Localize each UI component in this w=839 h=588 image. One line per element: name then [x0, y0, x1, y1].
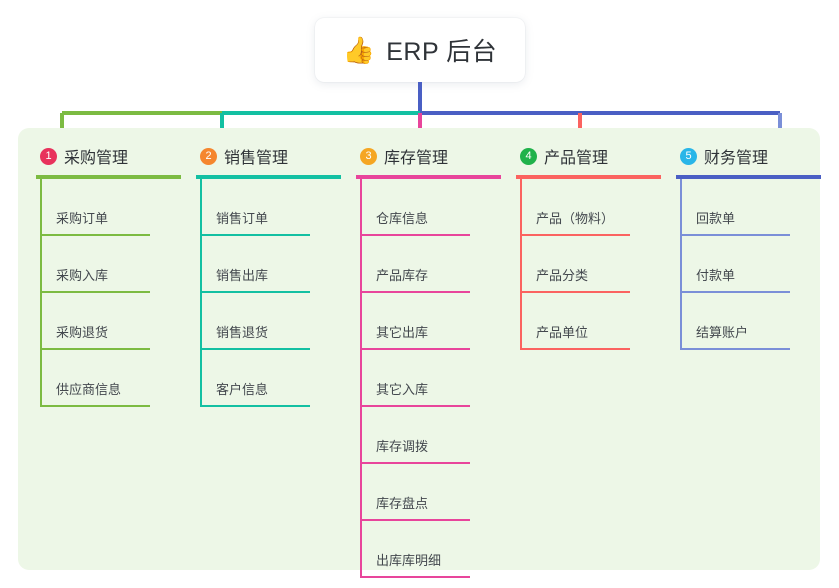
leaf-list-2: 销售订单 销售出库 销售退货 客户信息 [200, 179, 310, 407]
leaf-label: 产品分类 [536, 268, 589, 283]
branch-title-1: 采购管理 [64, 150, 129, 167]
branch-badge-3: 3 [360, 147, 377, 165]
leaf-list-4: 产品（物料） 产品分类 产品单位 [520, 179, 630, 350]
branch-column-3: 3 库存管理 仓库信息 产品库存 其它出库 其它入库 库存调拨 库存盘点 出库库… [356, 144, 516, 578]
leaf-label: 仓库信息 [376, 211, 429, 226]
branch-title-4: 产品管理 [544, 150, 609, 167]
list-item[interactable]: 结算账户 [682, 293, 790, 350]
leaf-label: 回款单 [696, 211, 736, 226]
list-item[interactable]: 其它入库 [362, 350, 470, 407]
list-item[interactable]: 产品分类 [522, 236, 630, 293]
list-item[interactable]: 回款单 [682, 179, 790, 236]
branch-badge-4: 4 [520, 147, 537, 165]
branch-badge-5: 5 [680, 147, 697, 165]
leaf-label: 采购退货 [56, 325, 109, 340]
list-item[interactable]: 销售出库 [202, 236, 310, 293]
list-item[interactable]: 库存盘点 [362, 464, 470, 521]
list-item[interactable]: 供应商信息 [42, 350, 150, 407]
leaf-list-3: 仓库信息 产品库存 其它出库 其它入库 库存调拨 库存盘点 出库库明细 [360, 179, 470, 578]
leaf-label: 销售出库 [216, 268, 269, 283]
branch-header-4[interactable]: 4 产品管理 [516, 144, 661, 179]
branch-title-5: 财务管理 [704, 150, 769, 167]
branch-column-4: 4 产品管理 产品（物料） 产品分类 产品单位 [516, 144, 676, 350]
list-item[interactable]: 销售退货 [202, 293, 310, 350]
list-item[interactable]: 销售订单 [202, 179, 310, 236]
list-item[interactable]: 产品（物料） [522, 179, 630, 236]
leaf-list-1: 采购订单 采购入库 采购退货 供应商信息 [40, 179, 150, 407]
leaf-label: 结算账户 [696, 325, 749, 340]
leaf-label: 出库库明细 [376, 553, 442, 568]
branch-column-5: 5 财务管理 回款单 付款单 结算账户 [676, 144, 836, 350]
branch-column-2: 2 销售管理 销售订单 销售出库 销售退货 客户信息 [196, 144, 356, 407]
leaf-label: 客户信息 [216, 382, 269, 397]
leaf-label: 库存盘点 [376, 496, 429, 511]
thumbs-up-icon: 👍 [342, 35, 376, 65]
leaf-label: 产品库存 [376, 268, 429, 283]
leaf-label: 采购入库 [56, 268, 109, 283]
list-item[interactable]: 仓库信息 [362, 179, 470, 236]
root-node-title: ERP 后台 [386, 38, 498, 66]
list-item[interactable]: 库存调拨 [362, 407, 470, 464]
list-item[interactable]: 其它出库 [362, 293, 470, 350]
leaf-label: 销售订单 [216, 211, 269, 226]
list-item[interactable]: 产品单位 [522, 293, 630, 350]
leaf-list-5: 回款单 付款单 结算账户 [680, 179, 790, 350]
leaf-label: 库存调拨 [376, 439, 429, 454]
branch-column-1: 1 采购管理 采购订单 采购入库 采购退货 供应商信息 [36, 144, 196, 407]
branch-header-3[interactable]: 3 库存管理 [356, 144, 501, 179]
branch-title-2: 销售管理 [224, 150, 289, 167]
leaf-label: 供应商信息 [56, 382, 122, 397]
branch-columns: 1 采购管理 采购订单 采购入库 采购退货 供应商信息 2 销售管理 销售订单 … [18, 128, 821, 578]
branch-badge-1: 1 [40, 147, 57, 165]
leaf-label: 付款单 [696, 268, 736, 283]
list-item[interactable]: 采购订单 [42, 179, 150, 236]
list-item[interactable]: 付款单 [682, 236, 790, 293]
leaf-label: 其它出库 [376, 325, 429, 340]
list-item[interactable]: 客户信息 [202, 350, 310, 407]
list-item[interactable]: 采购退货 [42, 293, 150, 350]
leaf-label: 其它入库 [376, 382, 429, 397]
branch-header-5[interactable]: 5 财务管理 [676, 144, 821, 179]
leaf-label: 产品（物料） [536, 211, 615, 226]
list-item[interactable]: 出库库明细 [362, 521, 470, 578]
branch-title-3: 库存管理 [384, 150, 449, 167]
leaf-label: 产品单位 [536, 325, 589, 340]
leaf-label: 采购订单 [56, 211, 109, 226]
branch-header-2[interactable]: 2 销售管理 [196, 144, 341, 179]
root-node-card[interactable]: 👍 ERP 后台 [315, 18, 525, 82]
leaf-label: 销售退货 [216, 325, 269, 340]
list-item[interactable]: 采购入库 [42, 236, 150, 293]
branch-header-1[interactable]: 1 采购管理 [36, 144, 181, 179]
branch-badge-2: 2 [200, 147, 217, 165]
list-item[interactable]: 产品库存 [362, 236, 470, 293]
